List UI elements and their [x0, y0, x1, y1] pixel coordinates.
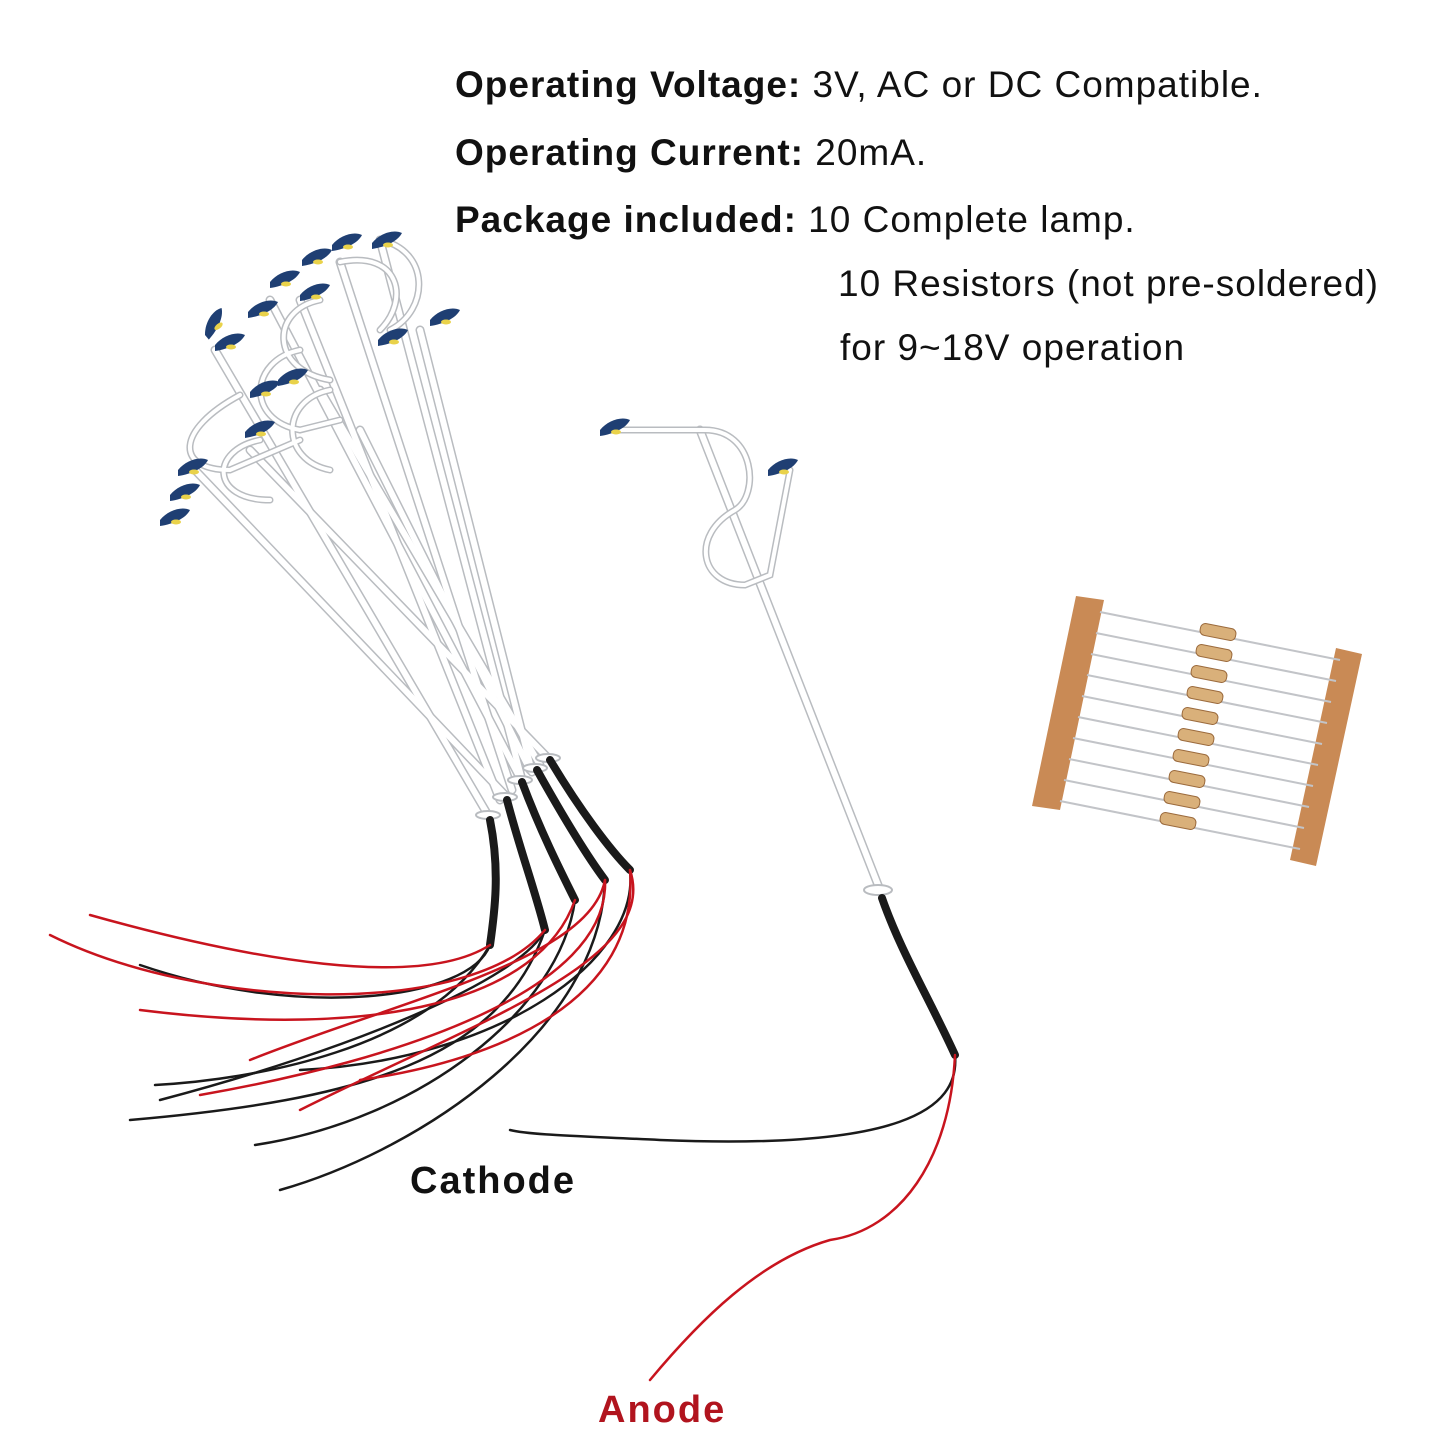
spec-operation-line: for 9~18V operation: [840, 327, 1186, 368]
resistor-tape: [1032, 596, 1362, 866]
spec-value: 3V, AC or DC Compatible.: [812, 64, 1263, 105]
cathode-label: Cathode: [410, 1160, 576, 1202]
bundle-wires: [48, 756, 635, 1192]
spec-operating-voltage: Operating Voltage: 3V, AC or DC Compatib…: [455, 64, 1263, 106]
spec-key: Operating Voltage:: [455, 64, 802, 105]
anode-label: Anode: [598, 1389, 727, 1431]
spec-key: Operating Current:: [455, 132, 804, 173]
lamp-bundle: [160, 231, 561, 820]
spec-operating-current: Operating Current: 20mA.: [455, 132, 927, 174]
spec-package-included: Package included: 10 Complete lamp.: [455, 199, 1136, 241]
spec-value: 20mA.: [815, 132, 928, 173]
spec-key: Package included:: [455, 199, 797, 240]
spec-value: 10 Complete lamp.: [808, 199, 1136, 240]
spec-resistors-line: 10 Resistors (not pre-soldered): [838, 263, 1379, 304]
single-lamp: [508, 418, 959, 1382]
